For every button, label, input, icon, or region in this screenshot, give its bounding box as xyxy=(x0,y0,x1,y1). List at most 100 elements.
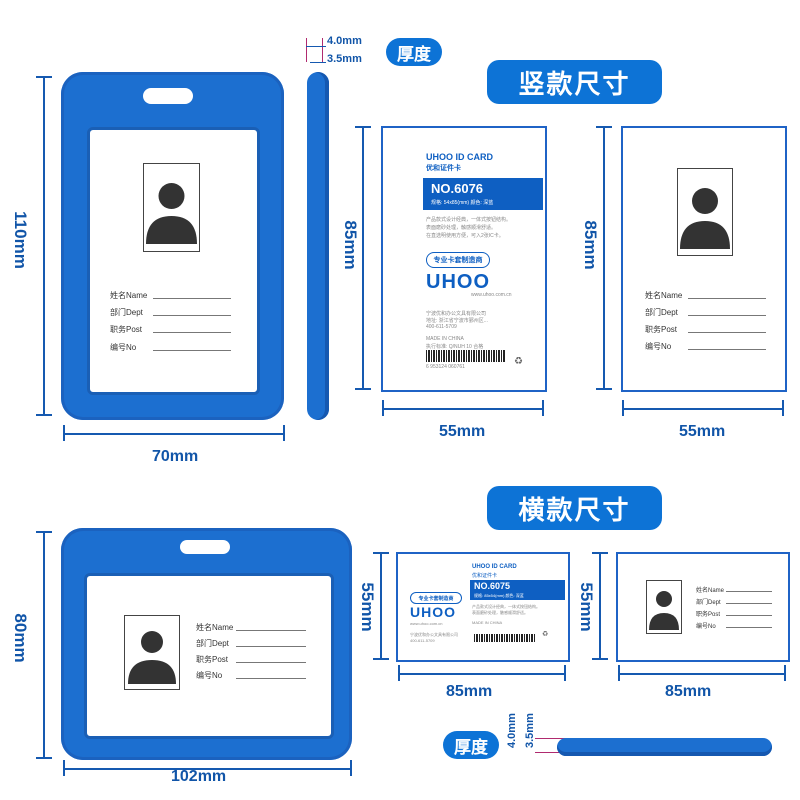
photo-frame-blank-v xyxy=(677,168,733,256)
holder-side-profile-horizontal xyxy=(557,738,772,756)
dim-text-card-v-width: 55mm xyxy=(439,423,486,440)
dim-cap-card-v-width-left xyxy=(382,400,384,416)
card-brand-v: UHOO ID CARD xyxy=(426,152,493,162)
holder-side-profile-vertical xyxy=(307,72,329,420)
card-subtitle-h: 优和证件卡 xyxy=(472,573,498,579)
card-model-h: NO.6075 xyxy=(474,581,511,591)
card-website-h: www.uhoo.com.cn xyxy=(410,621,443,626)
field-line-post-bv xyxy=(688,332,766,333)
field-line-no-v xyxy=(153,350,231,351)
dim-text-holder-v-height: 110mm xyxy=(11,211,30,269)
card-badge-v: 专业卡套制造商 xyxy=(426,252,490,268)
blank-card-vertical: 姓名Name 部门Dept 职务Post 编号No xyxy=(621,126,787,392)
dim-text-card-h-height: 55mm xyxy=(358,582,377,632)
printed-card-vertical: UHOO ID CARD 优和证件卡 NO.6076 规格: 54x85(mm)… xyxy=(381,126,547,392)
dim-cap-card-h-width-right xyxy=(564,665,566,681)
dim-cap-card-h-height-bottom xyxy=(373,658,389,660)
photo-frame-blank-h xyxy=(646,580,682,634)
barcode-h xyxy=(474,634,536,642)
field-line-dept-bh xyxy=(726,603,772,604)
dim-cap-card-v-height-top xyxy=(355,126,371,128)
field-label-dept-bv: 部门Dept xyxy=(645,308,678,317)
dim-cap-blank-h-width-right xyxy=(784,665,786,681)
thickness-inner-top: 3.5mm xyxy=(327,53,362,65)
thickness-tick-top-a xyxy=(306,38,307,62)
thickness-label-bottom: 厚度 xyxy=(443,731,499,759)
field-label-no-v: 编号No xyxy=(110,343,137,352)
dim-cap-holder-h-width-right xyxy=(350,760,352,776)
dim-line-holder-v-height xyxy=(43,76,45,416)
dim-cap-blank-v-width-left xyxy=(622,400,624,416)
thickness-arrow-top-a xyxy=(306,46,326,47)
dim-text-holder-h-width: 102mm xyxy=(171,768,227,785)
card-desc2-v: 表面磨砂处理，触感顺滑舒适。 xyxy=(426,225,497,231)
dim-line-card-h-width xyxy=(398,673,566,675)
thickness-tick-top-b xyxy=(322,38,323,62)
card-model-v: NO.6076 xyxy=(431,181,484,196)
dim-line-blank-v-height xyxy=(603,126,605,390)
dim-text-blank-h-height: 55mm xyxy=(577,582,596,632)
field-label-no-bh: 编号No xyxy=(696,624,716,630)
card-desc2-h: 表面磨砂处理，触感顺滑舒适。 xyxy=(472,610,528,615)
card-model-band-v: NO.6076 规格: 54x85(mm) 颜色: 深蓝 xyxy=(423,178,543,210)
dim-line-card-h-height xyxy=(380,552,382,660)
person-icon xyxy=(680,188,730,249)
card-model-band-h: NO.6075 规格: 85x54(mm) 颜色: 深蓝 xyxy=(470,580,565,600)
person-icon xyxy=(146,183,197,244)
field-line-dept-bv xyxy=(688,315,766,316)
field-line-no-bh xyxy=(726,627,772,628)
card-spec-h: 规格: 85x54(mm) 颜色: 深蓝 xyxy=(474,593,524,598)
dim-cap-blank-h-height-top xyxy=(592,552,608,554)
field-line-name-h xyxy=(236,630,306,631)
dim-text-holder-v-width: 70mm xyxy=(152,448,199,465)
dim-line-holder-v-width xyxy=(63,433,285,435)
dim-cap-card-v-width-right xyxy=(542,400,544,416)
field-line-no-h xyxy=(236,678,306,679)
field-line-post-h xyxy=(236,662,306,663)
field-line-post-v xyxy=(153,332,231,333)
dim-cap-card-v-height-bottom xyxy=(355,388,371,390)
field-label-name-v: 姓名Name xyxy=(110,291,148,300)
card-website-v: www.uhoo.com.cn xyxy=(471,292,512,298)
dim-cap-blank-h-height-bottom xyxy=(592,658,608,660)
card-desc1-h: 产品款式设计经典，一体式按钮结构。 xyxy=(472,604,540,609)
thickness-outer-bottom: 4.0mm xyxy=(506,713,518,748)
field-label-dept-bh: 部门Dept xyxy=(696,600,721,606)
dim-text-card-h-width: 85mm xyxy=(446,683,493,700)
dim-cap-blank-v-height-top xyxy=(596,126,612,128)
field-label-post-bh: 职务Post xyxy=(696,612,721,618)
field-line-dept-v xyxy=(153,315,231,316)
dim-text-blank-v-width: 55mm xyxy=(679,423,726,440)
thickness-arrow-top-b xyxy=(310,62,326,63)
card-hotline-v: 400-611-5709 xyxy=(426,324,457,330)
field-label-post-v: 职务Post xyxy=(110,325,143,334)
dim-line-holder-h-height xyxy=(43,531,45,759)
dim-cap-holder-h-height-top xyxy=(36,531,52,533)
dim-line-card-v-width xyxy=(382,408,544,410)
thickness-outer-top: 4.0mm xyxy=(327,35,362,47)
field-line-dept-h xyxy=(236,646,306,647)
card-logo-v: UHOO xyxy=(426,271,490,293)
field-label-name-bh: 姓名Name xyxy=(696,588,725,594)
card-made-h: MADE IN CHINA xyxy=(472,620,503,625)
dim-line-blank-h-height xyxy=(599,552,601,660)
field-label-dept-h: 部门Dept xyxy=(196,639,229,648)
card-company-h: 宁波优和办公文具有限公司 xyxy=(410,632,458,637)
dim-cap-holder-v-height-bottom xyxy=(36,414,52,416)
field-label-name-bv: 姓名Name xyxy=(645,291,683,300)
horizontal-size-title: 横款尺寸 xyxy=(487,486,662,530)
dim-line-holder-h-width xyxy=(63,768,352,770)
lanyard-slot-horizontal xyxy=(180,540,230,554)
person-icon xyxy=(649,591,679,630)
card-desc3-v: 在直选明使用方便，可入2张IC卡。 xyxy=(426,233,504,239)
card-standard-v: 执行标准: Q/NUH 10 合格 xyxy=(426,344,484,350)
card-badge-h: 专业卡套制造商 xyxy=(410,592,462,604)
field-label-dept-v: 部门Dept xyxy=(110,308,143,317)
card-desc1-v: 产品款式设计经典，一体式按钮结构。 xyxy=(426,217,512,223)
dim-line-blank-h-width xyxy=(618,673,786,675)
thickness-inner-bottom: 3.5mm xyxy=(524,713,536,748)
dim-line-blank-v-width xyxy=(622,408,784,410)
field-line-name-bh xyxy=(726,591,772,592)
dim-cap-blank-v-height-bottom xyxy=(596,388,612,390)
card-brand-h: UHOO ID CARD xyxy=(472,564,517,570)
